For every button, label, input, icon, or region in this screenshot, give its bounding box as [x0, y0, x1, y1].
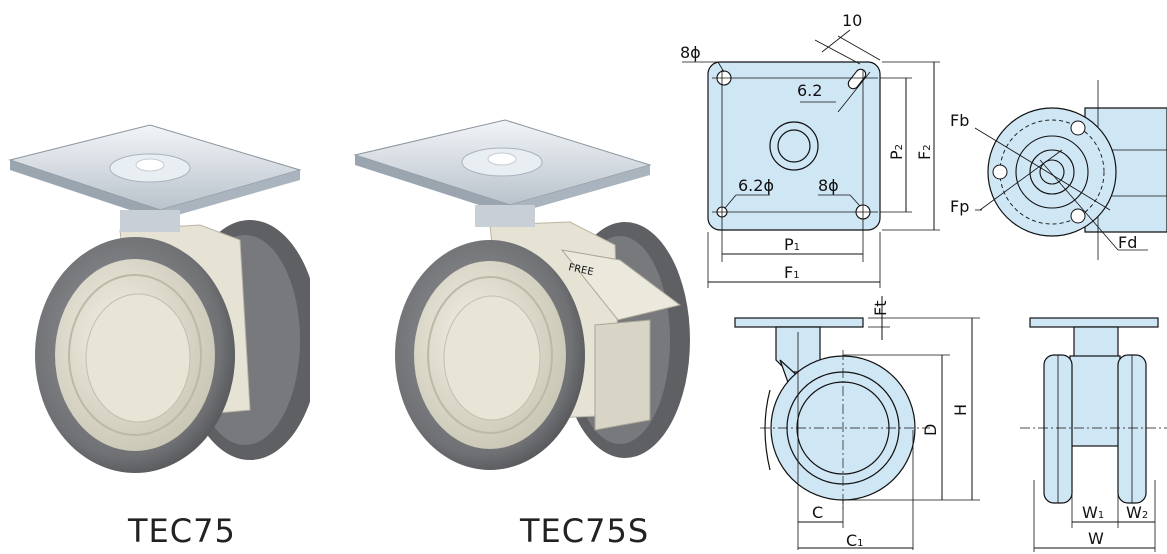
dim-w1-sub: 1 [1098, 510, 1104, 521]
dim-c1: C [846, 531, 857, 550]
dim-d: D [921, 424, 940, 436]
svg-text:F2: F2 [915, 144, 934, 160]
svg-text:W2: W2 [1126, 503, 1148, 522]
dim-c1-sub: 1 [857, 538, 863, 549]
dim-f1-sub: 1 [793, 270, 799, 281]
hole-8phi-label-2: 8ϕ [818, 176, 839, 195]
dim-h: H [951, 404, 970, 416]
dim-f2: F [915, 151, 934, 160]
dim-w2: W [1126, 503, 1142, 522]
caption-tec75s: TEC75S [520, 512, 650, 550]
caster-photo-tec75 [8, 124, 310, 473]
dim-w1: W [1082, 503, 1098, 522]
dim-fb: Fb [950, 111, 969, 130]
caster-front-view [1020, 317, 1167, 552]
caster-photo-tec75s: FREE [353, 119, 690, 470]
svg-text:C1: C1 [846, 531, 864, 550]
plate-top-view [682, 29, 940, 288]
round-plate-view [974, 80, 1167, 260]
slot-length-label: 10 [842, 11, 862, 30]
svg-text:W1: W1 [1082, 503, 1104, 522]
dim-ft: Ft [871, 301, 890, 316]
hole-6-2phi-label: 6.2ϕ [738, 176, 774, 195]
svg-text:P2: P2 [887, 144, 906, 160]
dim-fp: Fp [950, 197, 969, 216]
caption-tec75: TEC75 [128, 512, 236, 550]
dim-fd: Fd [1118, 233, 1137, 252]
svg-text:F1: F1 [784, 263, 800, 282]
dim-f1: F [784, 263, 793, 282]
dim-p2-sub: 2 [894, 144, 905, 150]
dim-w2-sub: 2 [1142, 510, 1148, 521]
dim-p1-sub: 1 [794, 242, 800, 253]
dim-f2-sub: 2 [922, 144, 933, 150]
dim-p2: P [887, 150, 906, 160]
hole-8phi-label: 8ϕ [680, 43, 701, 62]
dim-w: W [1088, 529, 1104, 548]
caster-side-view [734, 296, 980, 550]
pedal-text: FREE [567, 262, 594, 278]
dim-p1: P [784, 235, 794, 254]
svg-text:P1: P1 [784, 235, 800, 254]
slot-width-label: 6.2 [797, 81, 822, 100]
brake-pedal [560, 249, 682, 321]
dim-c: C [812, 503, 823, 522]
